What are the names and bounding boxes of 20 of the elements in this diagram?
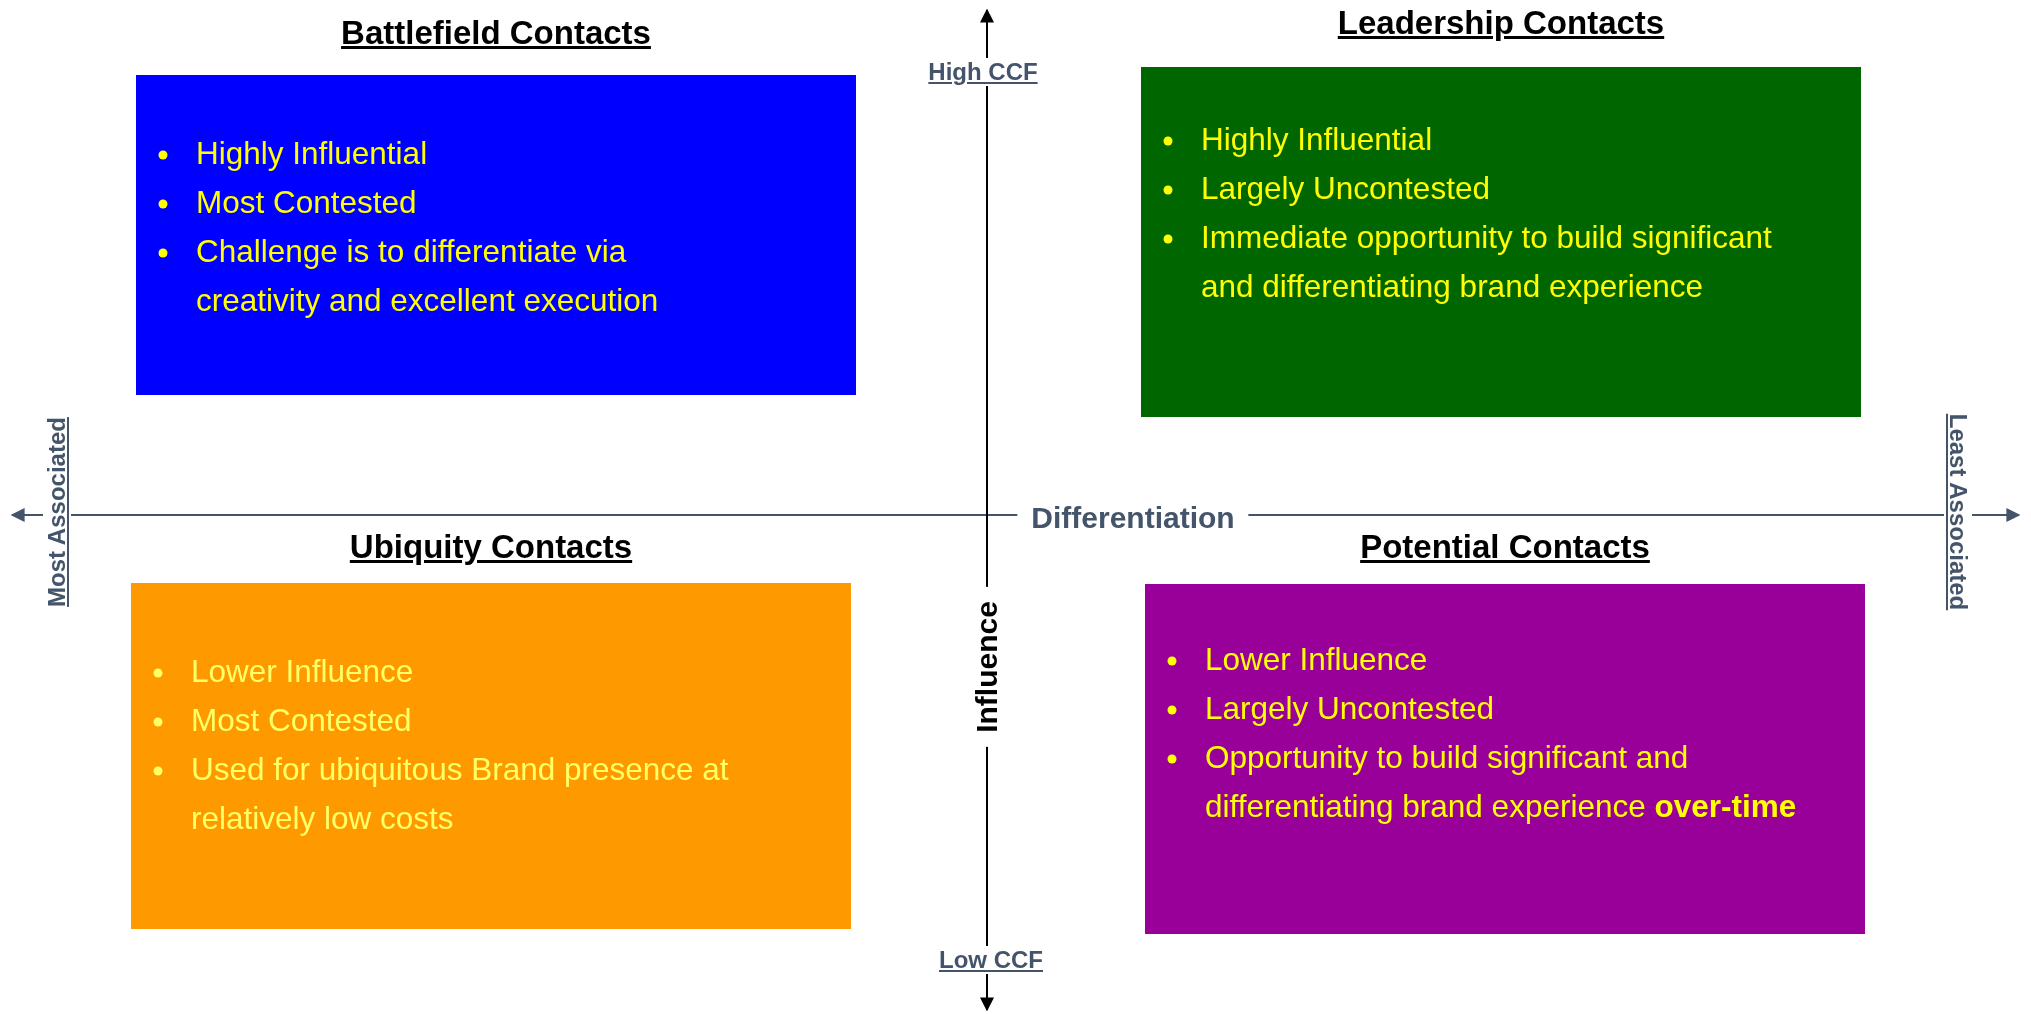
axis-end-label: High CCF <box>926 58 1040 86</box>
bullet-text: Most Contested <box>191 701 413 740</box>
axis-end-label: Most Associated <box>43 415 71 609</box>
axis-end-label: Least Associated <box>1944 411 1972 613</box>
bullet-text: Highly Influential <box>1201 120 1434 159</box>
quadrant-heading: Battlefield Contacts <box>341 14 651 52</box>
bullet-text: Highly Influential <box>196 134 429 173</box>
quadrant-heading: Ubiquity Contacts <box>349 528 633 566</box>
bullet-text: Largely Uncontested <box>1201 169 1491 208</box>
bullet-text: Challenge is to differentiate via creativity and excellent execution <box>196 232 660 320</box>
bullet-text: Largely Uncontested <box>1205 689 1495 728</box>
bullet-text: Lower Influence <box>191 652 415 691</box>
bullet-text: Used for ubiquitous Brand presence at relatively low costs <box>191 750 730 838</box>
bullet-text: Most Contested <box>196 183 418 222</box>
bullet-text: Immediate opportunity to build significant and differentiating brand experience <box>1201 218 1773 306</box>
bullet-text: Lower Influence <box>1205 640 1429 679</box>
axis-end-label: Low CCF <box>937 946 1045 974</box>
quadrant-heading: Potential Contacts <box>1360 528 1650 566</box>
quadrant-heading: Leadership Contacts <box>1337 4 1665 42</box>
bullet-text: Opportunity to build significant and differentiating brand experience over-time <box>1205 738 1798 826</box>
